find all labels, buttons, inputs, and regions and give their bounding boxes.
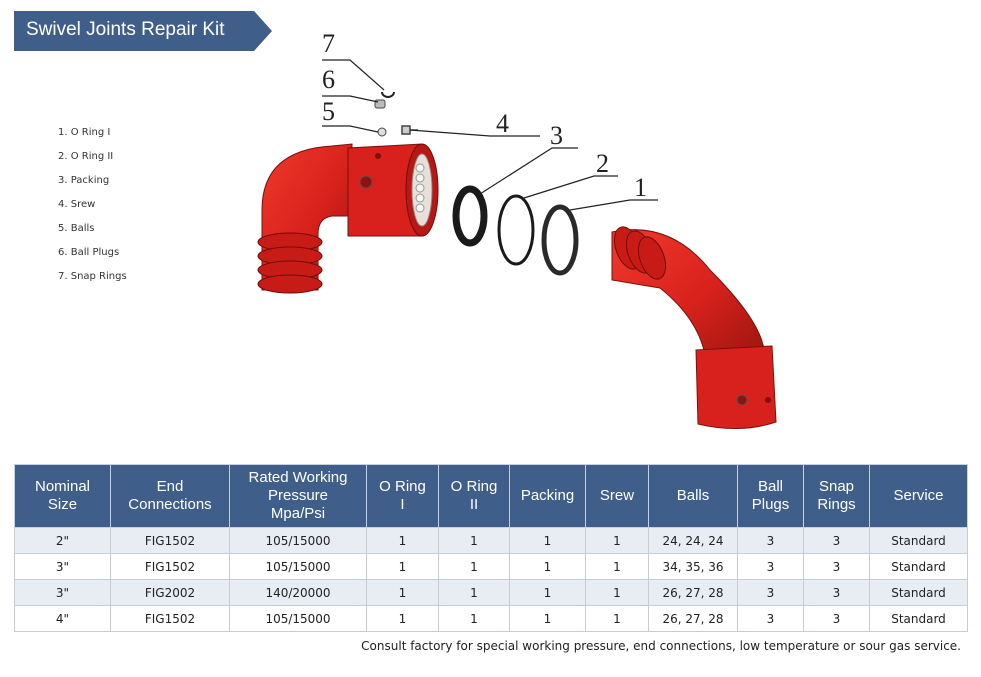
cell-nominal-size: 3" <box>14 579 111 606</box>
legend-item: 1. O Ring I <box>58 127 111 138</box>
table-row: 2" FIG1502 105/15000 1 1 1 1 24, 24, 24 … <box>14 527 968 554</box>
header-service: Service <box>869 464 968 528</box>
cell-end-connections: FIG1502 <box>110 527 230 554</box>
o-ring-i <box>541 204 579 276</box>
callout-7: 7 <box>322 29 335 58</box>
table-row: 4" FIG1502 105/15000 1 1 1 1 26, 27, 28 … <box>14 605 968 632</box>
cell-ball-plugs: 3 <box>737 553 804 580</box>
cell-end-connections: FIG1502 <box>110 605 230 632</box>
header-balls: Balls <box>648 464 738 528</box>
callout-4: 4 <box>496 109 509 138</box>
callout-leaders <box>322 59 658 211</box>
packing-ring <box>452 185 488 247</box>
legend-item: 6. Ball Plugs <box>58 247 120 258</box>
title-banner: Swivel Joints Repair Kit <box>14 11 272 51</box>
cell-packing: 1 <box>509 605 586 632</box>
cell-pressure: 105/15000 <box>229 605 367 632</box>
cell-ball-plugs: 3 <box>737 605 804 632</box>
cell-pressure: 105/15000 <box>229 553 367 580</box>
cell-nominal-size: 2" <box>14 527 111 554</box>
cell-service: Standard <box>869 579 968 606</box>
legend-item: 3. Packing <box>58 175 110 186</box>
cell-ball-plugs: 3 <box>737 527 804 554</box>
callout-6: 6 <box>322 65 335 94</box>
cell-pressure: 140/20000 <box>229 579 367 606</box>
legend-item: 4. Srew <box>58 199 96 210</box>
cell-balls: 26, 27, 28 <box>648 579 738 606</box>
table-row: 3" FIG1502 105/15000 1 1 1 1 34, 35, 36 … <box>14 553 968 580</box>
left-elbow-part <box>257 143 439 294</box>
left-hose-ribs <box>257 232 323 294</box>
footnote: Consult factory for special working pres… <box>361 639 961 653</box>
cell-srew: 1 <box>585 579 649 606</box>
cell-balls: 24, 24, 24 <box>648 527 738 554</box>
cell-o-ring-i: 1 <box>366 579 439 606</box>
cell-balls: 34, 35, 36 <box>648 553 738 580</box>
cell-end-connections: FIG1502 <box>110 553 230 580</box>
cell-end-connections: FIG2002 <box>110 579 230 606</box>
cell-srew: 1 <box>585 527 649 554</box>
page-title: Swivel Joints Repair Kit <box>26 19 225 40</box>
o-ring-ii <box>497 194 535 266</box>
exploded-parts-diagram: 7 6 5 4 3 2 1 <box>257 29 777 430</box>
cell-packing: 1 <box>509 527 586 554</box>
right-elbow-part <box>611 226 777 430</box>
cell-o-ring-i: 1 <box>366 527 439 554</box>
header-packing: Packing <box>509 464 586 528</box>
cell-nominal-size: 3" <box>14 553 111 580</box>
header-srew: Srew <box>585 464 649 528</box>
cell-o-ring-ii: 1 <box>438 579 510 606</box>
cell-o-ring-i: 1 <box>366 605 439 632</box>
cell-o-ring-ii: 1 <box>438 527 510 554</box>
cell-packing: 1 <box>509 579 586 606</box>
legend-item: 7. Snap Rings <box>58 271 127 282</box>
cell-service: Standard <box>869 605 968 632</box>
cell-snap-rings: 3 <box>803 579 870 606</box>
cell-nominal-size: 4" <box>14 605 111 632</box>
cell-packing: 1 <box>509 553 586 580</box>
right-hose-ribs <box>613 226 667 280</box>
callout-3: 3 <box>550 121 563 150</box>
cell-service: Standard <box>869 527 968 554</box>
callout-1: 1 <box>634 173 647 202</box>
ball-part <box>377 127 387 137</box>
cell-o-ring-ii: 1 <box>438 605 510 632</box>
cell-balls: 26, 27, 28 <box>648 605 738 632</box>
legend-item: 5. Balls <box>58 223 95 234</box>
cell-srew: 1 <box>585 605 649 632</box>
cell-service: Standard <box>869 553 968 580</box>
cell-pressure: 105/15000 <box>229 527 367 554</box>
cell-srew: 1 <box>585 553 649 580</box>
banner-arrow-shape <box>14 11 272 51</box>
cell-snap-rings: 3 <box>803 553 870 580</box>
cell-snap-rings: 3 <box>803 605 870 632</box>
cell-snap-rings: 3 <box>803 527 870 554</box>
table-row: 3" FIG2002 140/20000 1 1 1 1 26, 27, 28 … <box>14 579 968 606</box>
callout-5: 5 <box>322 97 335 126</box>
snap-ring-part <box>381 91 395 98</box>
legend-item: 2. O Ring II <box>58 151 114 162</box>
parts-legend: 1. O Ring I 2. O Ring II 3. Packing 4. S… <box>58 124 127 292</box>
cell-ball-plugs: 3 <box>737 579 804 606</box>
cell-o-ring-ii: 1 <box>438 553 510 580</box>
cell-o-ring-i: 1 <box>366 553 439 580</box>
callout-2: 2 <box>596 149 609 178</box>
ball-bearings <box>415 163 425 213</box>
